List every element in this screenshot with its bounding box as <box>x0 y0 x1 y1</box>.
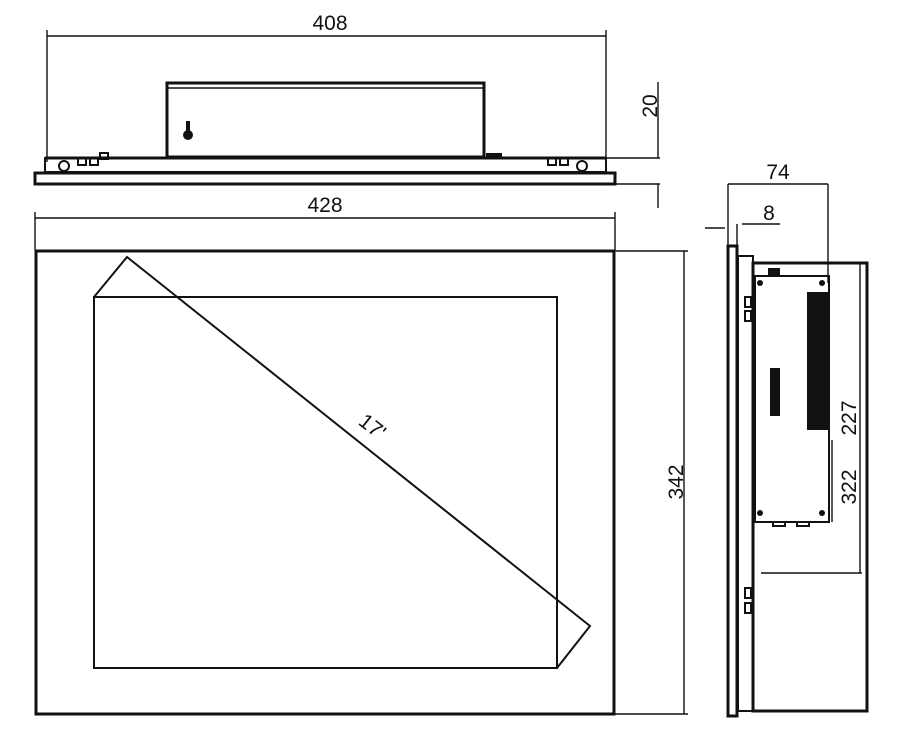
controller-board <box>754 275 830 523</box>
front-view: 428 17' 342 <box>34 194 688 716</box>
dim-428-label: 428 <box>307 194 342 217</box>
mount-clip-right-icon <box>576 160 588 172</box>
dim-342-label: 342 <box>665 464 688 499</box>
dim-74-label: 74 <box>766 161 790 184</box>
top-view: 408 20 <box>33 12 662 208</box>
connector-block <box>770 368 780 416</box>
side-view: 74 8 227 322 <box>705 161 869 718</box>
heatsink <box>807 292 828 430</box>
front-bezel-top <box>33 171 617 186</box>
dim-8-label: 8 <box>763 202 775 225</box>
dim-408-label: 408 <box>312 12 347 35</box>
mount-clip-left-icon <box>58 160 70 172</box>
dim-322-label: 322 <box>838 469 861 504</box>
dim-227-label: 227 <box>838 400 861 435</box>
rear-housing <box>165 81 486 159</box>
side-bezel <box>726 244 739 718</box>
display-area <box>93 296 558 669</box>
front-bezel <box>34 249 616 716</box>
diagonal-indicator <box>93 255 592 669</box>
side-housing <box>751 261 869 713</box>
diagonal-label: 17' <box>354 409 390 444</box>
screw-icon <box>183 130 193 140</box>
dim-20-label: 20 <box>639 94 662 117</box>
